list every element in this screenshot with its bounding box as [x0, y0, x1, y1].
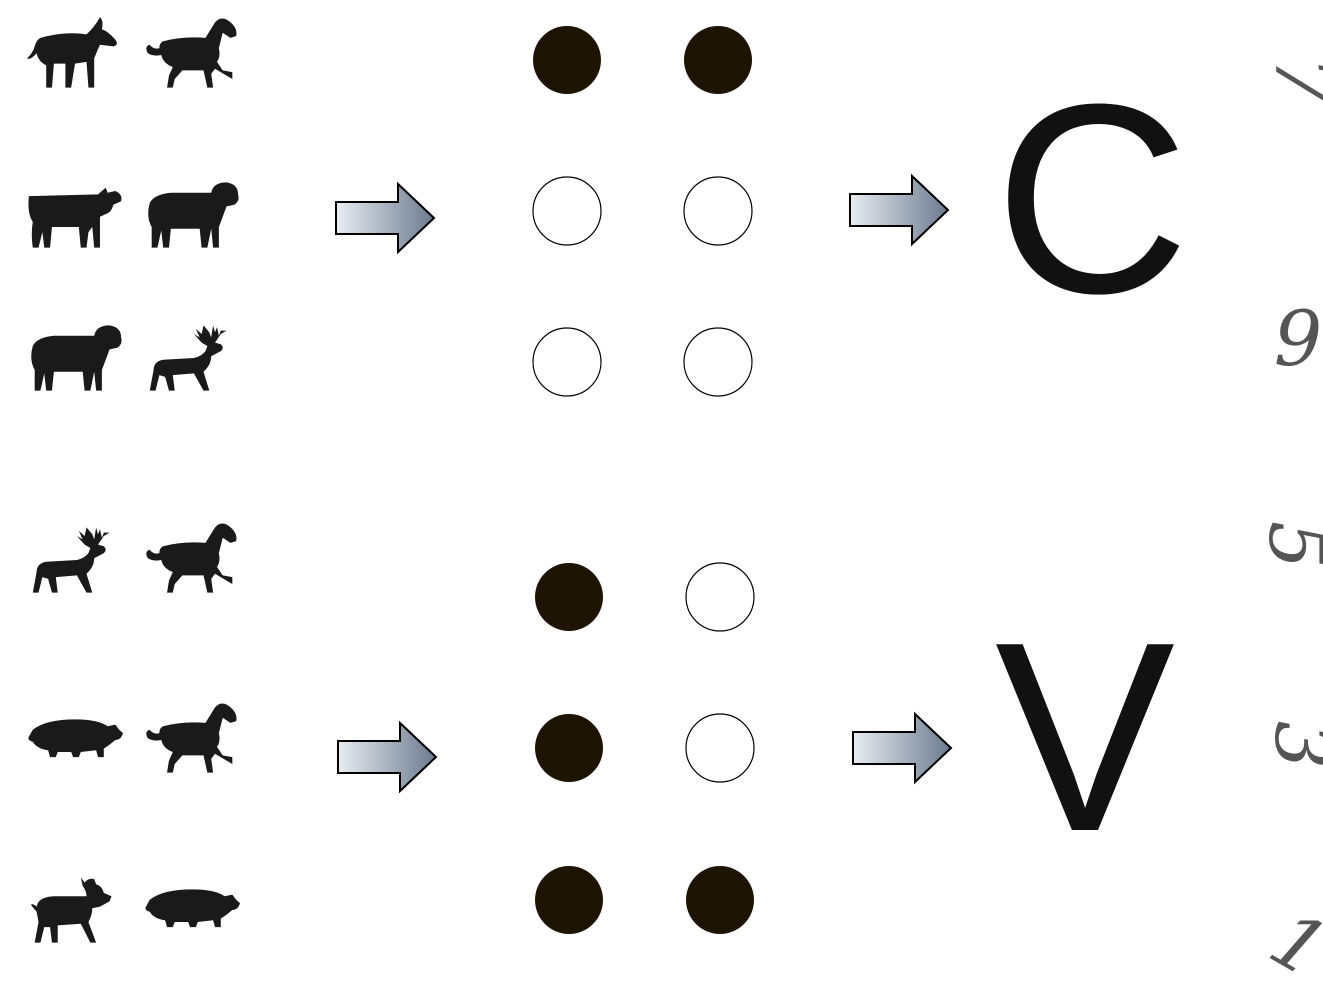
side-number: 7 [1258, 56, 1323, 105]
horse-icon [146, 703, 237, 773]
goat-icon [30, 877, 112, 943]
braille-letter: C [995, 49, 1190, 350]
braille-dot-flat [683, 176, 753, 246]
arrow-animals-to-braille-1-shape [335, 181, 436, 255]
braille-dot-raised [686, 866, 754, 934]
letters: CV [995, 49, 1190, 888]
braille-dot-flat [685, 713, 755, 783]
horse-icon [146, 18, 237, 88]
braille-dot-flat [683, 327, 753, 397]
arrow-animals-to-braille-2 [337, 720, 438, 794]
ram-icon [148, 182, 239, 248]
cow-icon [28, 187, 122, 248]
arrows [335, 173, 953, 794]
side-number: 3 [1258, 721, 1323, 769]
pig-icon [28, 719, 123, 758]
braille-dot-raised [535, 714, 603, 782]
side-numbers: 7 9 5 3 1 [1252, 56, 1323, 989]
arrow-braille-to-letter-2 [852, 711, 953, 785]
arrow-braille-to-letter-1 [849, 173, 950, 247]
animal-silhouettes [27, 17, 240, 943]
braille-dot-raised [684, 26, 752, 94]
braille-dot-flat [532, 176, 602, 246]
deer-icon [32, 527, 110, 593]
arrow-braille-to-letter-1-shape [849, 173, 950, 247]
braille-letter: V [995, 587, 1176, 888]
arrow-animals-to-braille-2-shape [337, 720, 438, 794]
braille-dot-flat [685, 562, 755, 632]
deer-icon [149, 325, 227, 391]
ram-icon [31, 325, 122, 391]
horse-icon [146, 523, 237, 593]
braille-dot-raised [535, 866, 603, 934]
side-number: 9 [1274, 294, 1322, 383]
side-number: 5 [1252, 521, 1323, 569]
donkey-icon [27, 17, 117, 88]
pig-icon [145, 889, 240, 928]
braille-dot-flat [532, 327, 602, 397]
arrow-animals-to-braille-1 [335, 181, 436, 255]
braille-cells [532, 26, 755, 934]
braille-dot-raised [535, 563, 603, 631]
braille-dot-raised [533, 26, 601, 94]
arrow-braille-to-letter-2-shape [852, 711, 953, 785]
side-number: 1 [1256, 894, 1323, 984]
